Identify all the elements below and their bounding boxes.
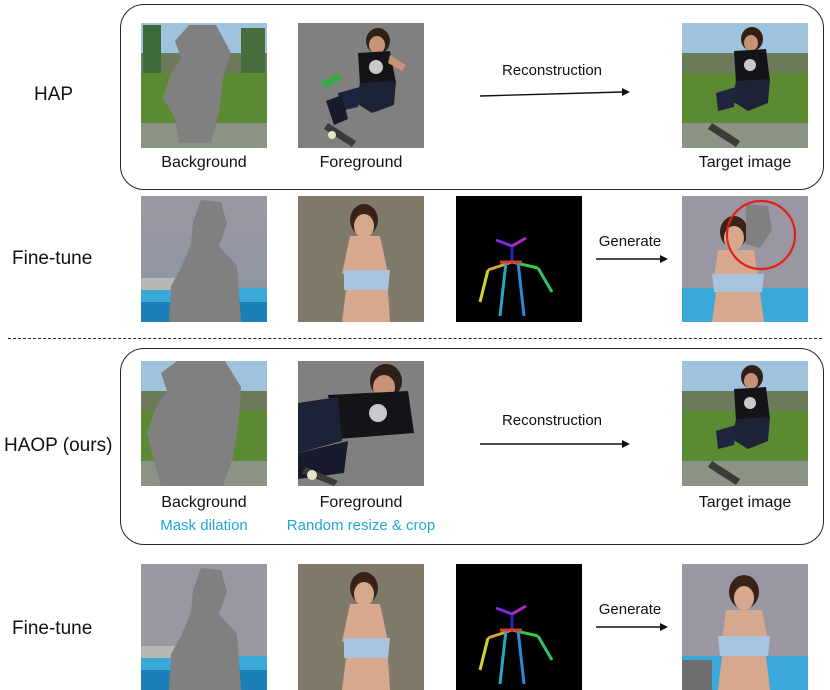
finetune-bottom-generate-label: Generate [598, 601, 662, 618]
hap-background-caption: Background [161, 154, 247, 171]
finetune-top-pose-image [456, 196, 582, 322]
haop-reconstruction-label: Reconstruction [501, 412, 603, 429]
section-divider [8, 338, 822, 339]
row-label-finetune-bottom: Fine-tune [12, 618, 93, 639]
haop-random-resize-caption: Random resize & crop [286, 517, 436, 534]
haop-reconstruction-arrow [480, 440, 630, 448]
hap-foreground-image [298, 23, 424, 148]
finetune-bottom-background-image [141, 564, 267, 690]
haop-target-caption: Target image [698, 494, 792, 511]
finetune-top-foreground-image [298, 196, 424, 322]
haop-target-image [682, 361, 808, 486]
finetune-top-output-image [682, 196, 808, 322]
hap-background-image [141, 23, 267, 148]
finetune-top-generate-label: Generate [598, 233, 662, 250]
artifact-highlight-circle [725, 199, 797, 271]
row-label-hap: HAP [34, 84, 74, 105]
finetune-bottom-generate-arrow [596, 623, 668, 631]
finetune-bottom-foreground-image [298, 564, 424, 690]
hap-reconstruction-arrow [479, 88, 630, 97]
finetune-bottom-pose-image [456, 564, 582, 690]
hap-panel [120, 4, 824, 190]
finetune-bottom-output-image [682, 564, 808, 690]
haop-background-image [141, 361, 267, 486]
hap-target-caption: Target image [698, 154, 792, 171]
hap-reconstruction-label: Reconstruction [501, 62, 603, 79]
row-label-finetune-top: Fine-tune [12, 248, 93, 269]
haop-mask-dilation-caption: Mask dilation [160, 517, 248, 534]
finetune-top-background-image [141, 196, 267, 322]
row-label-haop: HAOP (ours) [4, 435, 113, 456]
hap-foreground-caption: Foreground [319, 154, 403, 171]
haop-background-caption: Background [161, 494, 247, 511]
hap-target-image [682, 23, 808, 148]
finetune-top-generate-arrow [596, 255, 668, 263]
haop-foreground-image [298, 361, 424, 486]
haop-foreground-caption: Foreground [319, 494, 403, 511]
haop-panel [120, 348, 824, 545]
